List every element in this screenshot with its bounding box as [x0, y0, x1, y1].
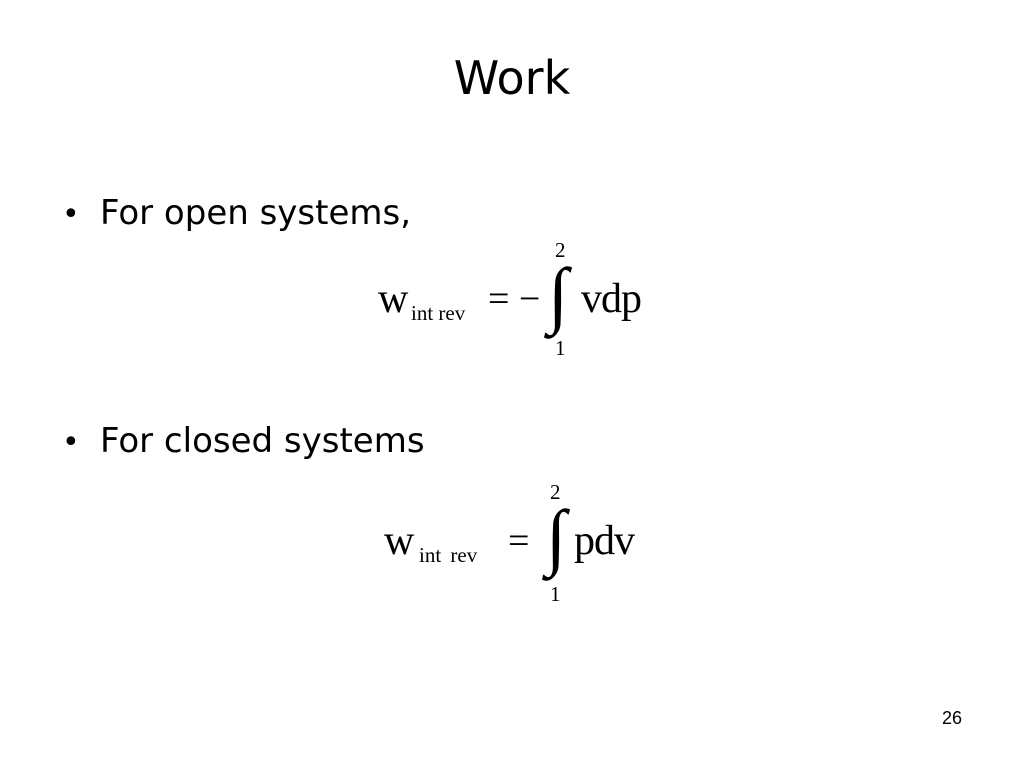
equation-lhs-subscript: int rev [411, 301, 466, 325]
equation-closed-systems: w int rev = ∫ 2 1 pdv [384, 480, 664, 610]
bullet-closed-systems: • For closed systems [62, 424, 425, 458]
equation-integrand: vdp [581, 276, 642, 322]
integral-upper-limit: 2 [555, 238, 566, 262]
integral-sign: ∫ [546, 496, 567, 578]
integral-upper-limit: 2 [550, 480, 561, 504]
equation-lhs-symbol: w [384, 518, 415, 564]
equation-open-systems: w int rev = − ∫ 2 1 vdp [378, 238, 658, 368]
equation-lhs-subscript: int rev [419, 543, 478, 567]
slide-title: Work [453, 51, 571, 105]
page-number: 26 [941, 708, 962, 728]
equation-operator: = − [488, 278, 541, 320]
bullet-marker: • [62, 197, 80, 232]
integral-lower-limit: 1 [555, 336, 566, 360]
bullet-text: For closed systems [100, 421, 425, 461]
bullet-text: For open systems, [100, 193, 412, 233]
bullet-marker: • [62, 425, 80, 460]
bullet-open-systems: • For open systems, [62, 196, 411, 230]
equation-integrand: pdv [574, 518, 635, 564]
equation-operator: = [508, 520, 530, 562]
integral-lower-limit: 1 [550, 582, 561, 606]
integral-sign: ∫ [548, 254, 569, 336]
equation-lhs-symbol: w [378, 276, 409, 322]
